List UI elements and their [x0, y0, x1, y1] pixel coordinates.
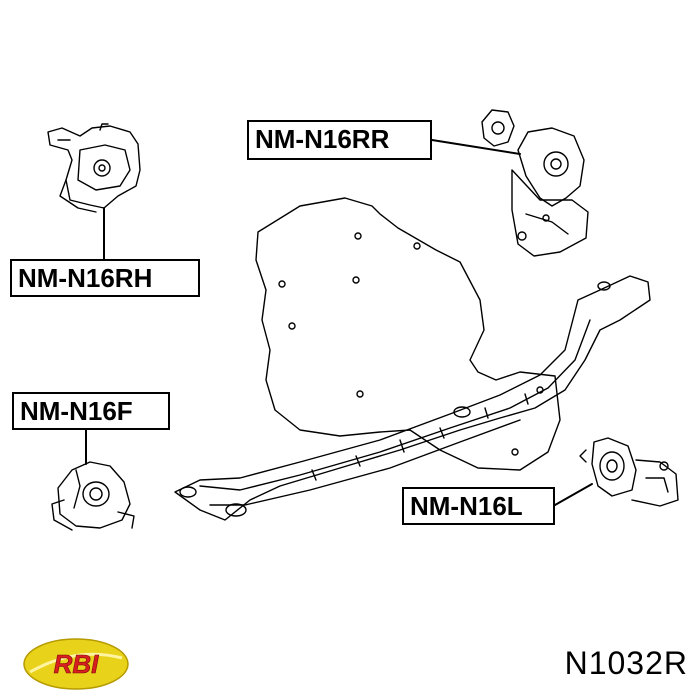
- rbi-logo-ellipse: [23, 638, 129, 690]
- mount-nm-n16l-drawing: [579, 437, 679, 507]
- label-nm-n16rh: NM-N16RH: [10, 259, 200, 297]
- rbi-logo-swoosh: [29, 652, 123, 674]
- mount-nm-n16f-drawing: [51, 461, 135, 531]
- leader-line-rr: [431, 139, 521, 155]
- rbi-logo: RBI: [23, 638, 129, 690]
- mount-nm-n16rh-drawing: [47, 123, 141, 213]
- label-nm-n16f: NM-N16F: [12, 392, 170, 430]
- rbi-logo-text: RBI: [54, 649, 100, 679]
- part-number: N1032R: [564, 645, 688, 681]
- leader-line-l: [554, 483, 593, 506]
- subframe-crossmember: [174, 275, 651, 521]
- label-nm-n16l: NM-N16L: [402, 487, 555, 525]
- mount-nm-n16rr-drawing: [481, 109, 589, 257]
- label-nm-n16rr: NM-N16RR: [247, 120, 432, 160]
